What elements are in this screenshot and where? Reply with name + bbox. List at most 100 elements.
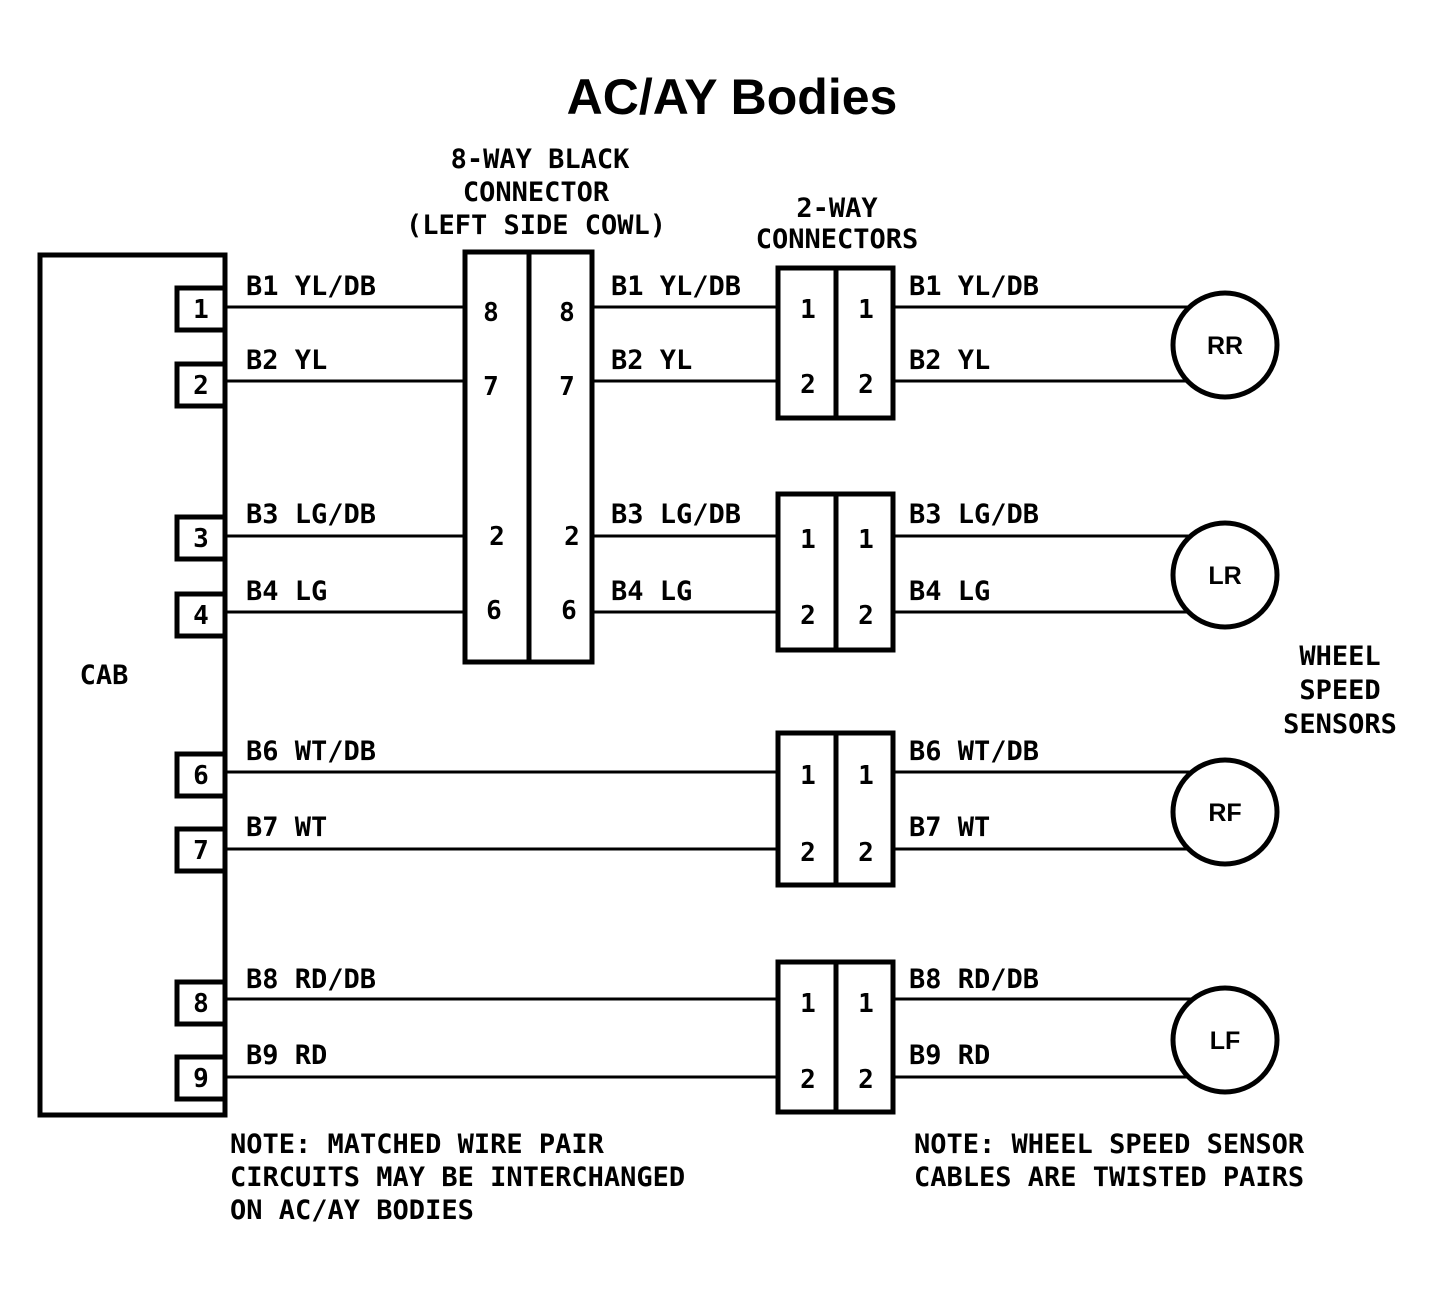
connector-2-way-1: 1 1 2 2	[775, 265, 896, 421]
wire-label-mid: B2 YL	[611, 345, 692, 376]
cab-pin-number: 1	[193, 295, 209, 325]
cab-pin-number: 4	[193, 601, 209, 631]
c8-right-pin: 2	[564, 522, 580, 552]
side-label-line-2: SPEED	[1299, 675, 1380, 706]
cab-label: CAB	[80, 660, 129, 691]
cab-pin-box	[174, 826, 228, 874]
c2-left-pin: 1	[800, 295, 816, 325]
sensor-rr: RR	[1170, 290, 1280, 400]
note-right-line-1: NOTE: WHEEL SPEED SENSOR	[914, 1129, 1305, 1160]
c2-right-pin: 2	[858, 601, 874, 631]
cab-pin-box	[174, 514, 228, 562]
wire-group-1	[225, 305, 1200, 383]
c8-left-pin: 8	[483, 298, 499, 328]
cab-module	[37, 252, 228, 1118]
wire-label-cab: B3 LG/DB	[246, 499, 376, 530]
cab-pin-box	[174, 361, 228, 409]
cab-pin-box	[174, 591, 228, 639]
wire-label-mid: B1 YL/DB	[611, 271, 741, 302]
c8-right-pin: 7	[559, 372, 575, 402]
wire-label-sensor: B7 WT	[909, 812, 990, 843]
cab-pin-box	[174, 751, 228, 799]
cab-pin-number: 8	[193, 989, 209, 1019]
note-left-line-2: CIRCUITS MAY BE INTERCHANGED	[230, 1162, 685, 1193]
wire-label-cab: B9 RD	[246, 1040, 327, 1071]
connector-2-way-3: 1 1 2 2	[775, 730, 896, 888]
wire-label-cab: B7 WT	[246, 812, 327, 843]
cab-pin-3: 3	[174, 514, 228, 562]
c2-label-line-1: 2-WAY	[796, 193, 878, 224]
wire-group-4	[225, 997, 1200, 1079]
c2-right-pin: 1	[858, 295, 874, 325]
cab-pin-9: 9	[174, 1054, 228, 1102]
sensor-label: RR	[1207, 332, 1243, 360]
cab-pin-number: 6	[193, 761, 209, 791]
wire-label-sensor: B8 RD/DB	[909, 964, 1039, 995]
note-right-line-2: CABLES ARE TWISTED PAIRS	[914, 1162, 1304, 1193]
c2-right-pin: 2	[858, 838, 874, 868]
sensor-label: RF	[1208, 799, 1241, 827]
wire-label-mid: B3 LG/DB	[611, 499, 741, 530]
sensor-label: LF	[1210, 1027, 1241, 1055]
diagram-title: AC/AY Bodies	[567, 69, 898, 125]
cab-pin-number: 7	[193, 836, 209, 866]
wire-label-sensor: B1 YL/DB	[909, 271, 1039, 302]
sensor-rf: RF	[1170, 757, 1280, 867]
sensor-circle	[1170, 985, 1280, 1095]
c2-left-pin: 2	[800, 370, 816, 400]
wire-label-sensor: B9 RD	[909, 1040, 990, 1071]
note-left-line-3: ON AC/AY BODIES	[230, 1195, 474, 1226]
connector-2-way-2: 1 1 2 2	[775, 491, 896, 653]
c2-label-line-2: CONNECTORS	[756, 224, 919, 255]
cab-pin-1: 1	[174, 285, 228, 333]
c8-left-pin: 6	[486, 596, 502, 626]
wire-label-sensor: B4 LG	[909, 576, 990, 607]
c8-left-pin: 2	[489, 522, 505, 552]
cab-pin-number: 3	[193, 524, 209, 554]
cab-pin-2: 2	[174, 361, 228, 409]
c2-right-pin: 1	[858, 761, 874, 791]
cab-pin-box	[174, 979, 228, 1027]
cab-pin-number: 2	[193, 371, 209, 401]
side-label-line-3: SENSORS	[1283, 709, 1397, 740]
cab-pin-box	[174, 1054, 228, 1102]
c2-right-pin: 2	[858, 1065, 874, 1095]
cab-pin-number: 9	[193, 1064, 209, 1094]
wire-label-sensor: B2 YL	[909, 345, 990, 376]
side-label-line-1: WHEEL	[1299, 641, 1380, 672]
c2-left-pin: 1	[800, 761, 816, 791]
sensor-circle	[1170, 757, 1280, 867]
sensor-circle	[1170, 290, 1280, 400]
wire-label-mid: B4 LG	[611, 576, 692, 607]
cab-pin-box	[174, 285, 228, 333]
sensor-label: LR	[1208, 562, 1241, 590]
connector-2-way-4: 1 1 2 2	[775, 959, 896, 1115]
c8-label-line-3: (LEFT SIDE COWL)	[406, 210, 666, 241]
c2-left-pin: 1	[800, 989, 816, 1019]
c2-left-pin: 2	[800, 1065, 816, 1095]
sensor-lf: LF	[1170, 985, 1280, 1095]
wire-label-cab: B8 RD/DB	[246, 964, 376, 995]
c8-label-line-2: CONNECTOR	[463, 177, 610, 208]
c2-left-pin: 1	[800, 525, 816, 555]
cab-pin-8: 8	[174, 979, 228, 1027]
c2-right-pin: 1	[858, 989, 874, 1019]
c2-right-pin: 1	[858, 525, 874, 555]
cab-pin-6: 6	[174, 751, 228, 799]
connector-8-way: 8 8 7 7 2 2 6 6	[462, 249, 595, 665]
wire-group-2	[225, 534, 1200, 614]
c8-left-pin: 7	[483, 372, 499, 402]
wire-group-3	[225, 770, 1200, 851]
wire-label-sensor: B3 LG/DB	[909, 499, 1039, 530]
c2-left-pin: 2	[800, 838, 816, 868]
wire-label-sensor: B6 WT/DB	[909, 736, 1039, 767]
sensor-circle	[1170, 520, 1280, 630]
note-left-line-1: NOTE: MATCHED WIRE PAIR	[230, 1129, 605, 1160]
wire-label-cab: B2 YL	[246, 345, 327, 376]
c8-right-pin: 6	[561, 596, 577, 626]
c8-label-line-1: 8-WAY BLACK	[451, 144, 631, 175]
cab-pin-7: 7	[174, 826, 228, 874]
c2-right-pin: 2	[858, 370, 874, 400]
